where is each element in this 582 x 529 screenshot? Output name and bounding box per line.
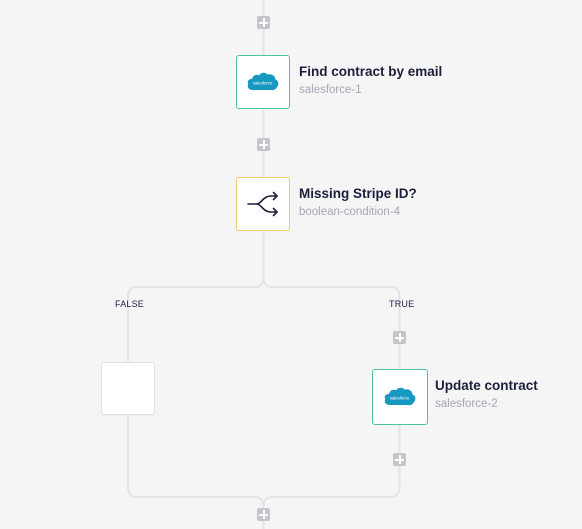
connector-true-branch: [262, 277, 401, 369]
condition-title: Missing Stripe ID?: [299, 186, 417, 201]
find-contract-subtitle: salesforce-1: [299, 84, 362, 96]
svg-text:salesforce: salesforce: [253, 80, 273, 85]
empty-step-placeholder[interactable]: [101, 362, 155, 415]
condition-label: Missing Stripe ID? boolean-condition-4: [299, 186, 417, 219]
find-contract-title: Find contract by email: [299, 64, 443, 79]
add-step-button-true-after-update[interactable]: [393, 453, 406, 466]
add-step-button-after-find[interactable]: [257, 138, 270, 151]
condition-node[interactable]: [236, 177, 290, 231]
connector-merge-right: [262, 486, 401, 508]
find-contract-label: Find contract by email salesforce-1: [299, 64, 442, 97]
connector-false-branch: [127, 232, 265, 363]
update-contract-title: Update contract: [435, 378, 538, 393]
salesforce-icon: salesforce: [247, 72, 279, 91]
find-contract-node[interactable]: salesforce: [236, 55, 290, 109]
update-contract-node[interactable]: salesforce: [372, 369, 428, 425]
add-step-button-top[interactable]: [257, 16, 270, 29]
update-contract-subtitle: salesforce-2: [435, 398, 498, 410]
connector-merge-left: [127, 486, 265, 508]
add-step-button-bottom[interactable]: [257, 508, 270, 521]
update-contract-label: Update contract salesforce-2: [435, 378, 538, 411]
branch-split-icon: [247, 191, 278, 217]
svg-text:salesforce: salesforce: [390, 395, 410, 400]
add-step-button-true-before-update[interactable]: [393, 331, 406, 344]
false-branch-label: FALSE: [115, 299, 145, 309]
true-branch-label: TRUE: [389, 299, 415, 309]
salesforce-icon: salesforce: [384, 387, 416, 406]
condition-subtitle: boolean-condition-4: [299, 206, 401, 218]
